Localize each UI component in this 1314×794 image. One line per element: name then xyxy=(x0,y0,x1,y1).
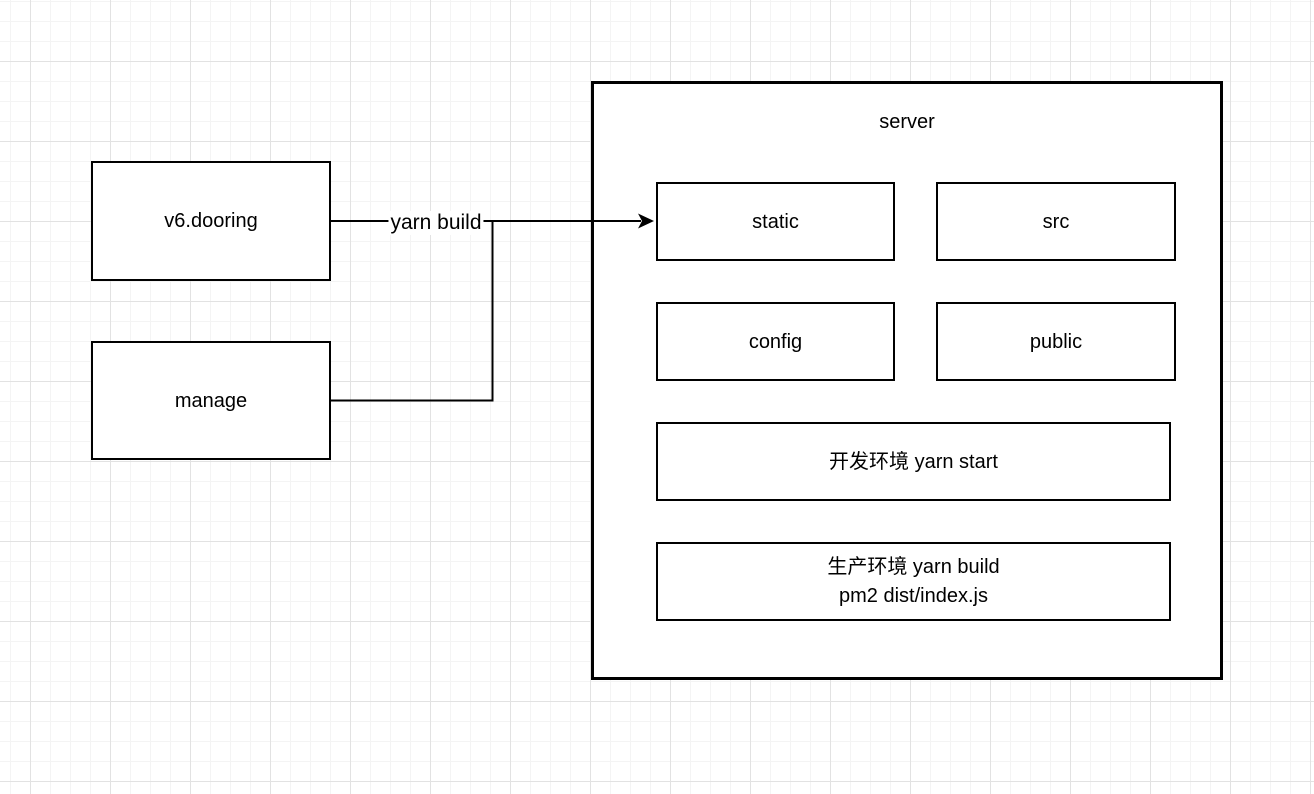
node-label: config xyxy=(748,330,803,353)
node-label: v6.dooring xyxy=(164,210,258,232)
node-prod-env[interactable]: 生产环境 yarn build pm2 dist/index.js xyxy=(656,542,1171,621)
node-public[interactable]: public xyxy=(936,302,1176,381)
node-label: manage xyxy=(174,389,248,412)
node-v6-dooring[interactable]: v6.dooring xyxy=(91,161,331,281)
node-config[interactable]: config xyxy=(656,302,895,381)
node-dev-env[interactable]: 开发环境 yarn start xyxy=(656,422,1171,501)
node-label-line2: pm2 dist/index.js xyxy=(839,584,988,607)
node-label: 开发环境 yarn start xyxy=(829,450,998,473)
edge-manage-to-junction[interactable] xyxy=(331,222,494,402)
node-label: src xyxy=(1042,210,1070,233)
node-server[interactable]: server static src config public 开发环境 yar… xyxy=(591,81,1223,680)
node-label: static xyxy=(752,210,799,233)
edge-label-yarn-build[interactable]: yarn build xyxy=(388,211,484,235)
node-label: public xyxy=(1029,330,1083,353)
node-static[interactable]: static xyxy=(656,182,895,261)
node-label-line1: 生产环境 yarn build xyxy=(827,555,1000,578)
node-manage[interactable]: manage xyxy=(91,341,331,460)
node-src[interactable]: src xyxy=(936,182,1176,261)
server-title: server xyxy=(879,111,935,133)
